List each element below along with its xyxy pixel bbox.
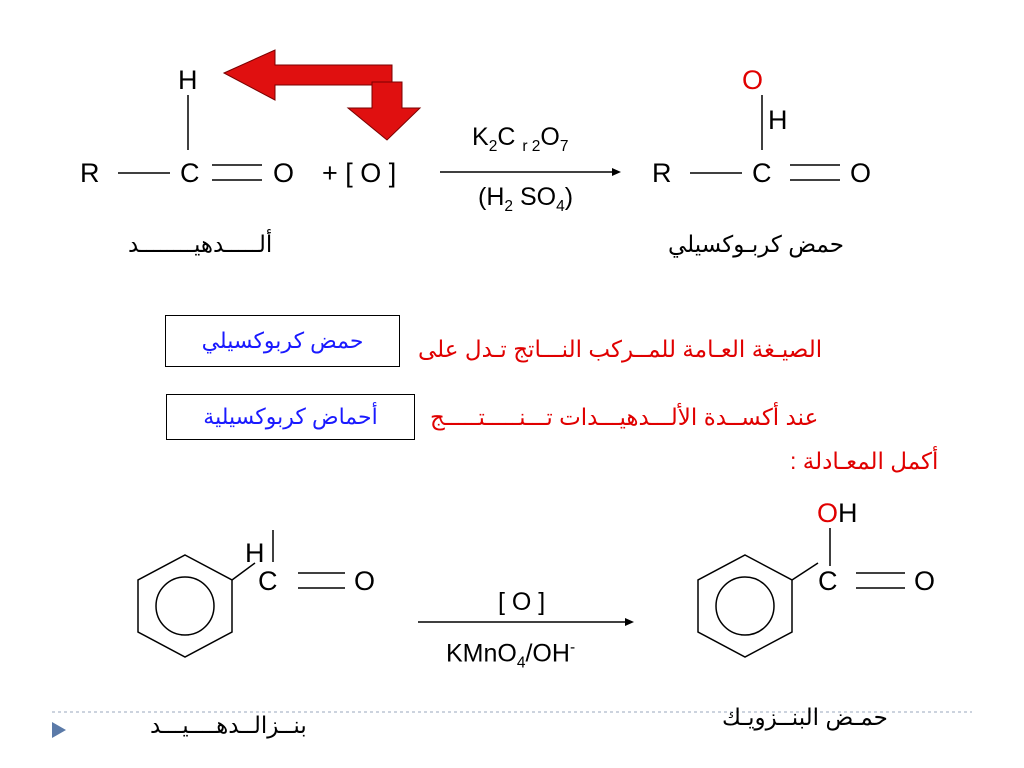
reagent-bottom-1: (H2 SO4) (478, 183, 574, 215)
atom-h-left: H (178, 65, 198, 95)
label-benzoic-acid: حمـض البنــزويـك (722, 704, 888, 730)
atom-h-left-2: H (245, 538, 265, 568)
atom-c-left: C (180, 158, 200, 188)
atom-o-right: O (850, 158, 872, 188)
bond-ring-c-right (791, 562, 819, 581)
benzene-ring-icon (697, 554, 793, 658)
oxidant-symbol: + [ O ] (322, 158, 397, 188)
label-carboxylic-acid: حمض كربـوكسيلي (668, 231, 844, 257)
bond-ring-c-left (231, 562, 256, 581)
statement-1: الصيـغة العـامة للمــركب النـــاتج تـدل … (418, 336, 823, 362)
answer-box-1: حمض كربوكسيلي (165, 315, 400, 367)
label-benzaldehyde: بنــزالــدهــــيـــد (150, 712, 307, 738)
instruction: أكمل المعـادلة : (790, 448, 939, 474)
atom-c-right-2: C (818, 566, 838, 596)
reaction-arrow-2-head (625, 618, 634, 626)
statement-2: عند أكســدة الألـــدهيـــدات تـــنـــــت… (430, 404, 819, 430)
reagent-bottom-2: KMnO4/OH- (446, 639, 576, 672)
atom-h-top-right-2: H (838, 498, 858, 528)
atom-o-left-2: O (354, 566, 376, 596)
benzene-ring-icon (137, 554, 233, 658)
double-arrow-icon (222, 49, 422, 141)
triangle-right-icon (52, 722, 66, 738)
atom-o-top-right-2: O (817, 498, 839, 528)
atom-o-right-2: O (914, 566, 936, 596)
atom-o-top-right: O (742, 65, 764, 95)
reaction-arrow-1-head (612, 168, 621, 176)
label-aldehyde: ألـــــدهيــــــــد (128, 231, 273, 257)
atom-o-left: O (273, 158, 295, 188)
reagent-top-1: K2C r 2O7 (472, 123, 569, 155)
atom-r-left: R (80, 158, 100, 188)
atom-h-right: H (768, 105, 788, 135)
atom-r-right: R (652, 158, 672, 188)
atom-c-right: C (752, 158, 772, 188)
atom-c-left-2: C (258, 566, 278, 596)
reagent-top-2: [ O ] (498, 588, 546, 616)
answer-box-2: أحماض كربوكسيلية (166, 394, 415, 440)
